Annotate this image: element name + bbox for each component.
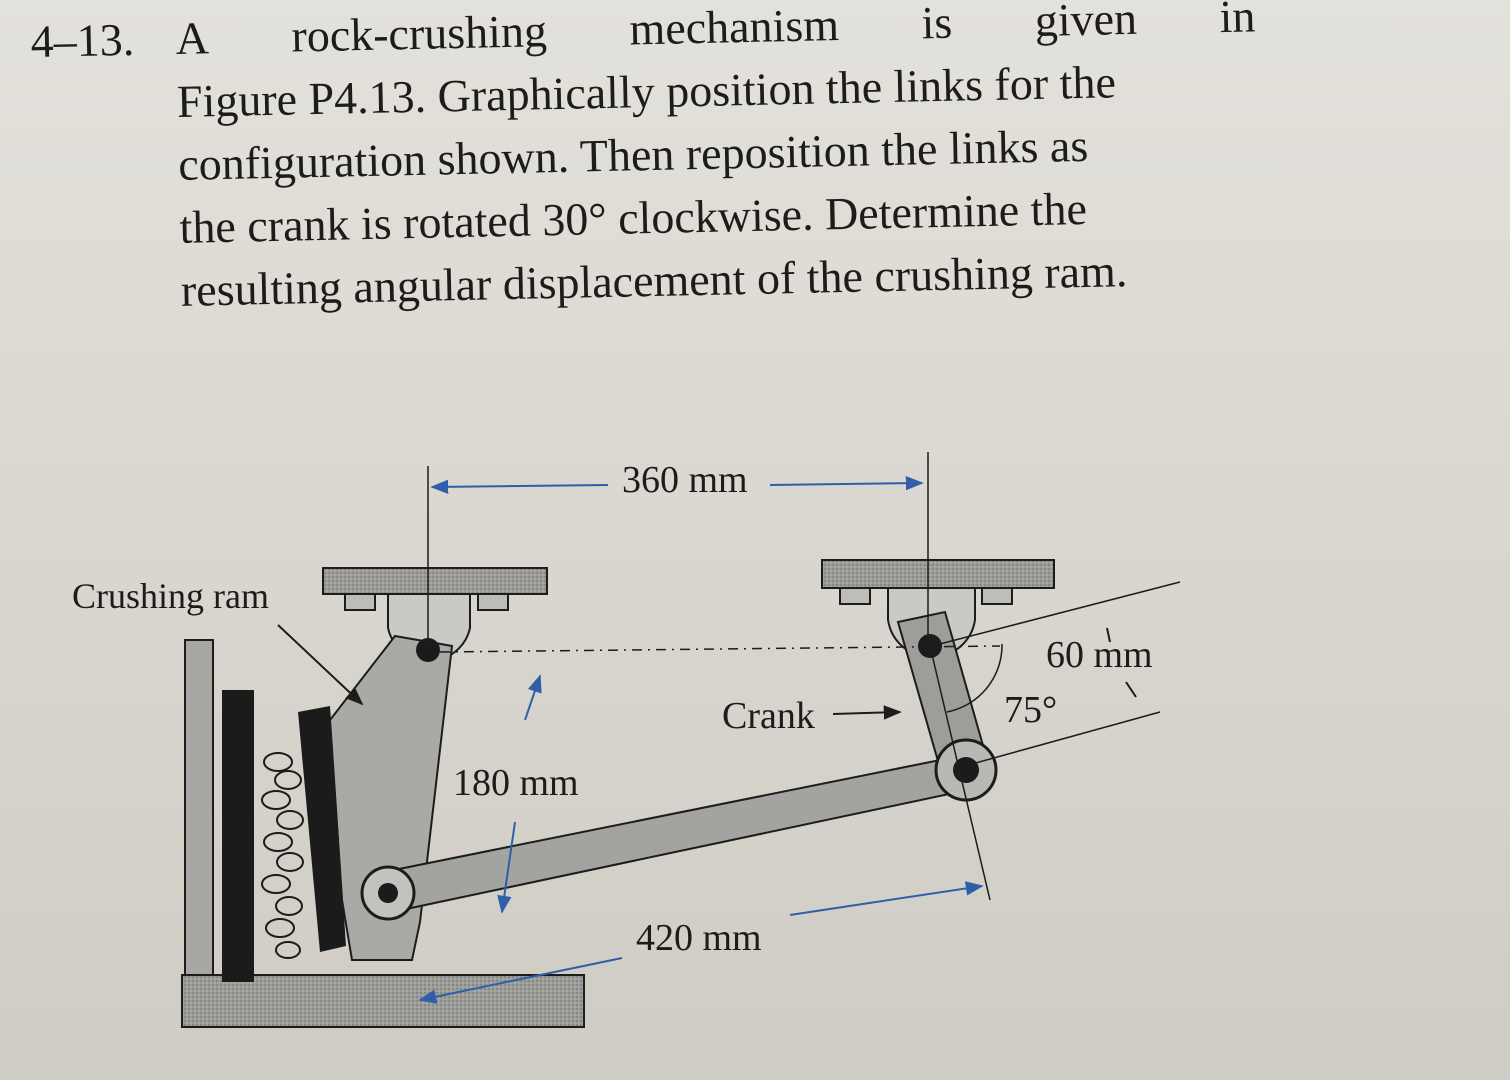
dimension-lines: [418, 476, 984, 1004]
dimension-420-label: 420 mm: [636, 917, 762, 959]
rocks: [261, 752, 304, 959]
center-lines: [427, 452, 1181, 901]
fixed-jaw: [222, 690, 254, 982]
frame-base: [181, 974, 585, 1028]
label-arrows: [277, 624, 1137, 720]
angle-75-label: 75°: [1004, 689, 1057, 731]
dimension-360-label: 360 mm: [622, 459, 748, 501]
ram-coupler-joint: [378, 883, 398, 903]
crank: [896, 610, 998, 802]
machine-frame: [181, 639, 585, 1028]
crushing-ram-label: Crushing ram: [72, 576, 269, 616]
ram-jaw-plate: [298, 706, 346, 952]
frame-wall: [184, 639, 214, 981]
dimension-180-label: 180 mm: [453, 762, 579, 804]
dimension-60-label: 60 mm: [1046, 634, 1153, 676]
crank-label: Crank: [722, 695, 815, 737]
